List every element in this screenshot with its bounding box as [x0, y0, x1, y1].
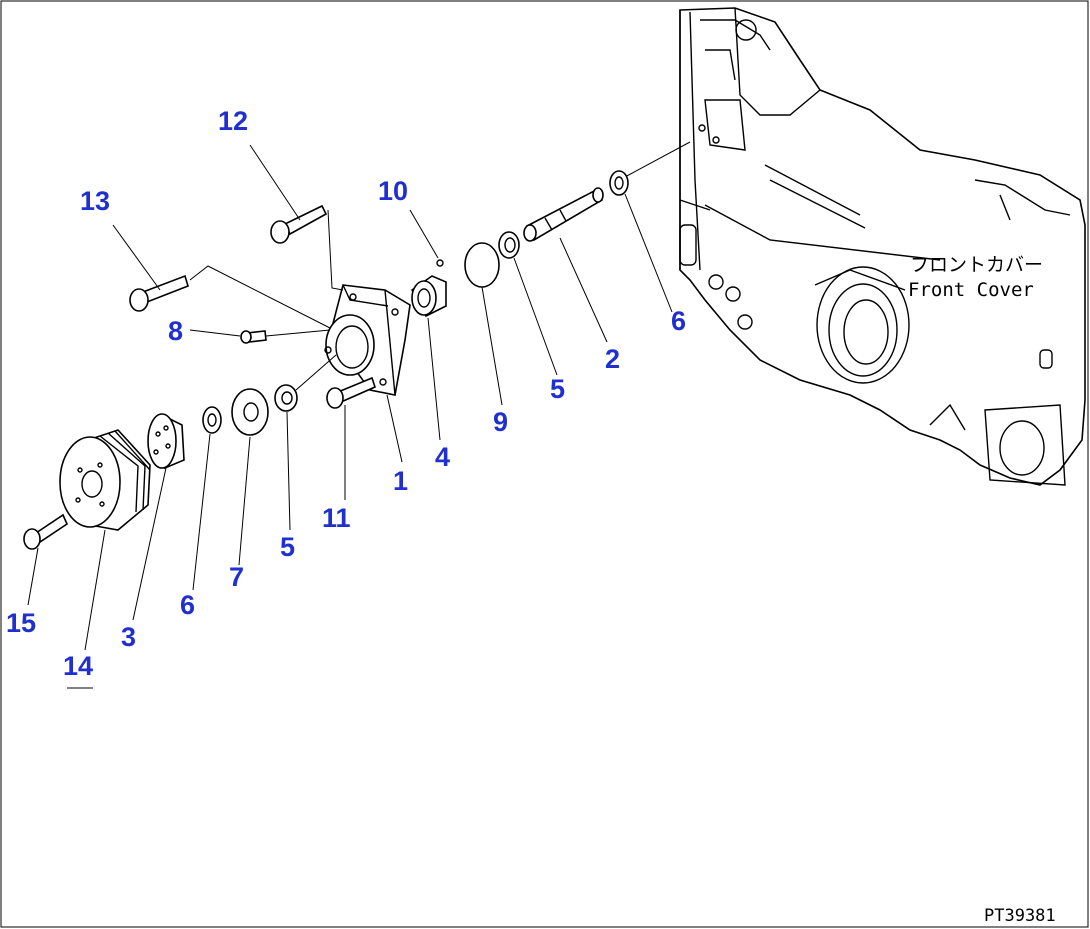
part-15-bolt: [23, 513, 69, 550]
callout-15: 15: [6, 608, 36, 638]
part-9-oring: [464, 242, 500, 288]
part-5-lower-nut: [274, 354, 337, 412]
callout-3: 3: [121, 622, 136, 652]
part-3-hub: [147, 413, 185, 470]
callout-7: 7: [229, 562, 244, 592]
callout-14: 14: [63, 651, 93, 681]
drawing-code: PT39381: [984, 906, 1056, 926]
callout-11: 11: [322, 503, 351, 533]
callout-10: 10: [378, 176, 408, 206]
part-11-bolt: [326, 376, 376, 409]
part-1-housing: [324, 284, 411, 396]
callout-8: 8: [168, 316, 183, 346]
part-14-pulley: [59, 429, 151, 531]
front-cover-part: フロントカバー Front Cover: [679, 7, 1086, 486]
callout-5-lower: 5: [280, 532, 295, 562]
callout-12: 12: [218, 106, 248, 136]
part-7-washer: [231, 388, 269, 436]
callout-5-upper: 5: [550, 374, 565, 404]
front-cover-label-en: Front Cover: [908, 279, 1034, 301]
callout-4: 4: [435, 442, 450, 472]
part-12-bolt: [270, 204, 344, 291]
callout-2: 2: [605, 344, 620, 374]
leader-lines: [27, 144, 673, 689]
part-4-bushing: [410, 275, 447, 318]
callout-6-upper: 6: [671, 306, 686, 336]
part-10-small-part: [436, 259, 444, 267]
front-cover-label-jp: フロントカバー: [910, 254, 1043, 276]
callout-6-lower: 6: [180, 590, 195, 620]
part-6-lower-ring: [202, 406, 222, 434]
callout-1: 1: [393, 466, 408, 496]
part-13-bolt: [129, 265, 331, 329]
part-5-upper-ring: [498, 231, 520, 259]
callout-numbers: 12 13 10 8 2 6 5 9 4 1 11 5 7 6 3 15 14: [6, 106, 686, 681]
callout-13: 13: [80, 186, 110, 216]
callout-9: 9: [493, 407, 508, 437]
part-8-screw: [240, 329, 331, 344]
part-2-shaft: [523, 187, 604, 242]
part-6-upper-ring: [609, 170, 629, 196]
